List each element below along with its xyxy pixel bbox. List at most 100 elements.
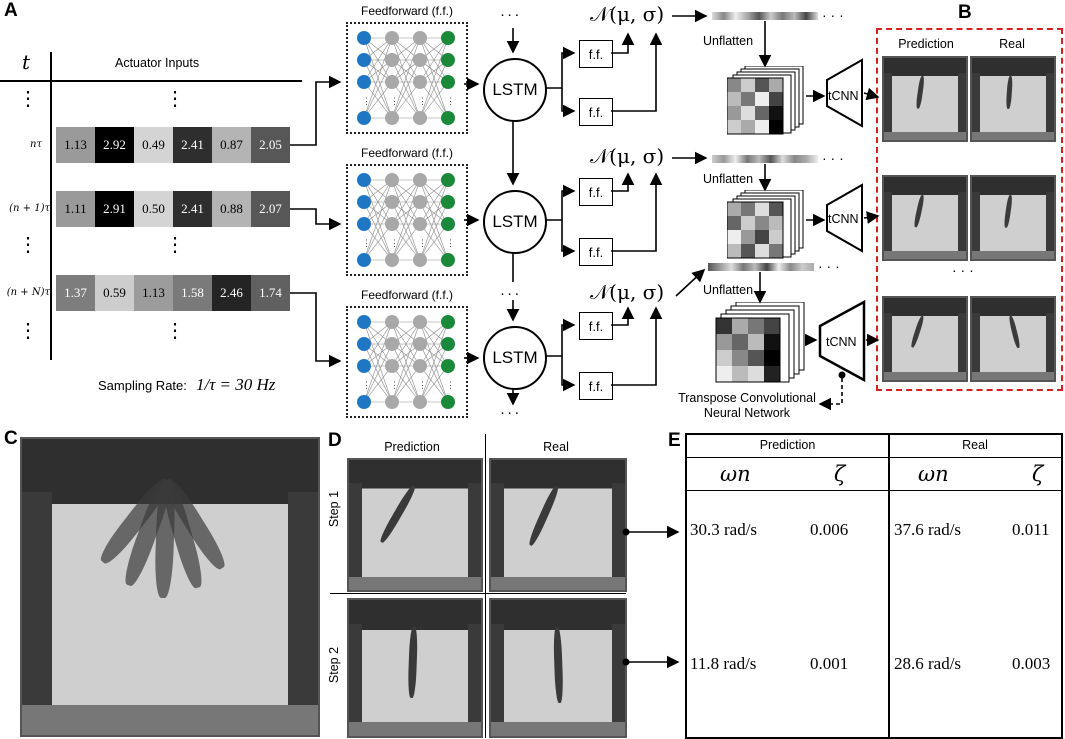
predicted-damping-ratio: 0.006 — [810, 520, 849, 539]
tcnn-label: tCNN — [826, 335, 857, 349]
network-node — [413, 111, 427, 125]
omega-header: ωn — [918, 462, 949, 486]
network-connection — [419, 223, 449, 261]
vdots: ⋮ — [18, 234, 38, 256]
actuator-cell: 2.92 — [95, 127, 134, 163]
ff-box: f.f. — [579, 40, 613, 68]
network-node — [385, 337, 399, 351]
step1-label: Step 1 — [327, 490, 341, 528]
panel-label-d: D — [328, 430, 342, 451]
vdots: ⋮ — [165, 234, 185, 256]
network-node — [441, 111, 455, 125]
network-node — [441, 53, 455, 67]
tcnn-trapezoid-graphic — [826, 183, 863, 253]
vdots: ⋮ — [165, 88, 185, 110]
feature-map-stack — [712, 301, 808, 386]
network-connection — [363, 37, 393, 119]
actuator-row: 1.11 2.91 0.50 2.41 0.88 2.07 — [56, 191, 290, 227]
predicted-frame — [882, 296, 968, 382]
network-connection — [363, 321, 393, 403]
network-connection — [419, 179, 449, 261]
network-node — [441, 315, 455, 329]
network-vdots: ⋮ — [418, 238, 427, 248]
unflatten-label: Unflatten — [703, 34, 754, 48]
continuation-dots: · · · — [500, 285, 519, 302]
network-node — [357, 359, 371, 373]
network-node — [413, 195, 427, 209]
unflatten-label: Unflatten — [703, 172, 754, 186]
network-connection — [419, 59, 449, 119]
divider-vertical — [485, 434, 486, 738]
lstm-cell: LSTM — [483, 326, 547, 390]
network-node — [413, 253, 427, 267]
vdots: ⋮ — [165, 320, 185, 342]
normal-distribution-label: 𝒩(μ, σ) — [590, 2, 665, 26]
network-node — [385, 195, 399, 209]
actuator-cell: 2.46 — [212, 275, 251, 311]
time-header: t — [22, 50, 31, 74]
normal-distribution-label: 𝒩(μ, σ) — [590, 144, 665, 168]
network-connection — [363, 201, 393, 261]
lstm-cell: LSTM — [483, 190, 547, 254]
row-label: (n + N)τ — [6, 287, 50, 298]
actuator-cell: 1.58 — [173, 275, 212, 311]
network-node — [385, 53, 399, 67]
network-connection — [363, 343, 393, 403]
real-header: Real — [543, 440, 569, 454]
row-label: nτ — [30, 139, 42, 150]
network-node — [413, 359, 427, 373]
network-node — [357, 75, 371, 89]
network-node — [357, 195, 371, 209]
network-node — [385, 217, 399, 231]
tcnn-block — [826, 58, 864, 128]
latent-vector — [708, 263, 814, 271]
table-divider-subheader — [685, 490, 1061, 491]
predicted-frame — [882, 175, 968, 261]
network-node — [357, 111, 371, 125]
network-node — [441, 359, 455, 373]
actuator-cell: 0.50 — [134, 191, 173, 227]
network-node — [441, 217, 455, 231]
tcnn-trapezoid-graphic — [826, 58, 863, 128]
network-node — [441, 75, 455, 89]
network-node — [357, 217, 371, 231]
neural-network-graphic: ⋮⋮⋮⋮ — [357, 315, 455, 409]
network-node — [385, 395, 399, 409]
network-vdots: ⋮ — [446, 238, 455, 248]
predicted-natural-frequency: 30.3 rad/s — [690, 520, 758, 539]
network-connection — [363, 365, 393, 403]
real-frame — [970, 56, 1056, 142]
neural-network-graphic: ⋮⋮⋮⋮ — [357, 173, 455, 267]
zeta-header: ζ — [834, 462, 846, 486]
network-vdots: ⋮ — [362, 238, 371, 248]
network-node — [413, 395, 427, 409]
network-node — [385, 31, 399, 45]
network-node — [413, 315, 427, 329]
ff-box: f.f. — [579, 312, 613, 340]
network-vdots: ⋮ — [362, 380, 371, 390]
network-node — [357, 31, 371, 45]
network-node — [413, 75, 427, 89]
real-damping-ratio: 0.011 — [1012, 520, 1050, 539]
actuator-cell: 0.59 — [95, 275, 134, 311]
actuator-cell: 0.49 — [134, 127, 173, 163]
prediction-header: Prediction — [898, 37, 954, 51]
network-vdots: ⋮ — [418, 380, 427, 390]
network-connection — [363, 179, 393, 261]
network-node — [385, 75, 399, 89]
latent-vector — [712, 155, 818, 163]
network-connection — [391, 59, 421, 119]
feedforward-network: ⋮⋮⋮⋮ — [346, 22, 468, 134]
network-connection — [419, 179, 449, 225]
network-vdots: ⋮ — [446, 380, 455, 390]
continuation-dots: · · · — [500, 404, 519, 421]
network-connection — [391, 179, 421, 225]
real-damping-ratio: 0.003 — [1012, 654, 1051, 673]
network-node — [385, 253, 399, 267]
actuator-row: 1.37 0.59 1.13 1.58 2.46 1.74 — [56, 275, 290, 311]
network-node — [441, 31, 455, 45]
table-divider-header — [685, 457, 1061, 458]
network-node — [357, 253, 371, 267]
real-natural-frequency: 37.6 rad/s — [894, 520, 962, 539]
real-frame — [489, 458, 627, 592]
